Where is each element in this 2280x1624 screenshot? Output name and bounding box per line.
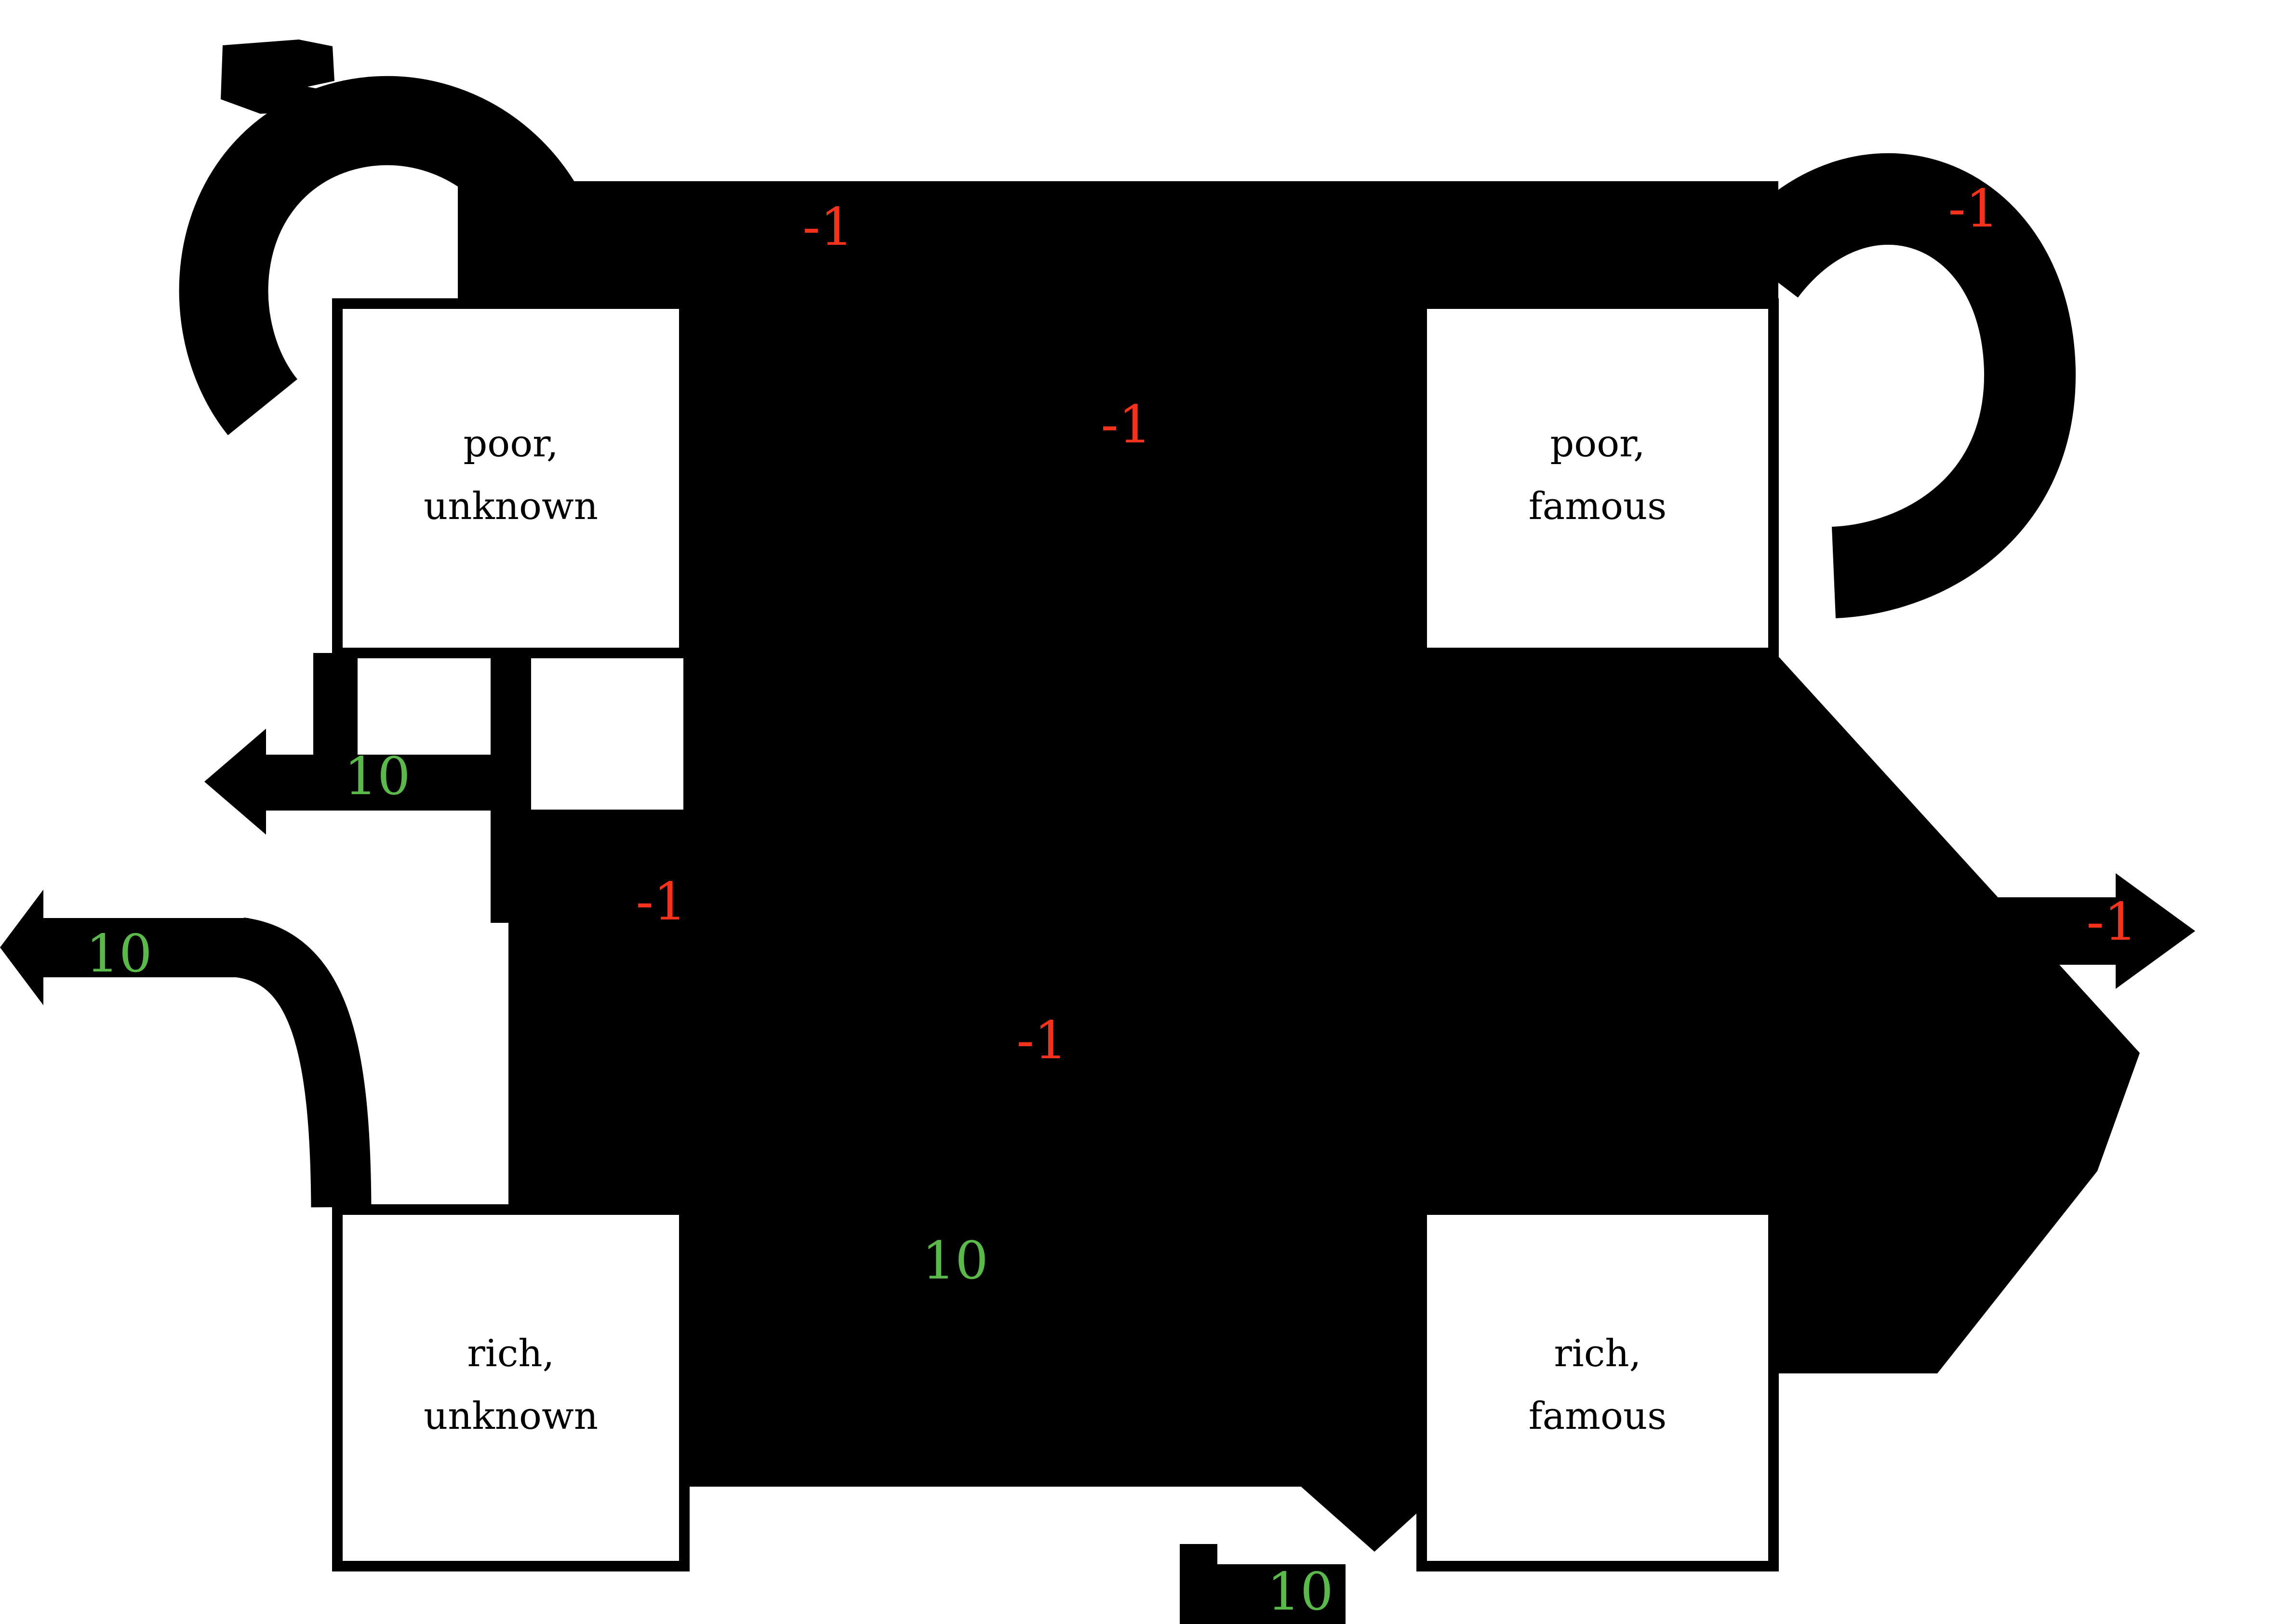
state-box-rich-unknown: rich, unknown bbox=[332, 1204, 690, 1571]
reward-label-neg-upper-middle: -1 bbox=[1101, 395, 1151, 455]
arrow-network bbox=[0, 40, 2195, 1624]
state-label-line1: rich, bbox=[467, 1332, 555, 1375]
state-box-poor-famous: poor, famous bbox=[1416, 298, 1779, 658]
states: poor, unknown poor, famous rich, unknown… bbox=[332, 298, 1779, 1571]
state-label-line1: poor, bbox=[463, 422, 558, 466]
state-label-line2: famous bbox=[1529, 485, 1667, 528]
reward-label-neg-lower-middle: -1 bbox=[1016, 1011, 1067, 1071]
state-label-line1: poor, bbox=[1550, 422, 1645, 466]
arrow-pu-stub-left bbox=[313, 653, 358, 757]
arrow-pu-self-loop bbox=[179, 76, 585, 435]
state-rect-rich-unknown bbox=[332, 1204, 690, 1571]
arrow-right-band bbox=[1778, 897, 2116, 965]
state-rect-poor-unknown bbox=[332, 298, 690, 658]
reward-label-neg-mid-right: -1 bbox=[2086, 892, 2137, 952]
arrow-bottom-arrowhead-icon bbox=[1298, 1484, 1449, 1552]
arrow-left-band-1 bbox=[266, 755, 531, 811]
arrow-left-band-2-arrowhead-icon bbox=[0, 890, 43, 1005]
arrow-interrow-left bbox=[508, 810, 689, 1211]
arrow-left-band-2-curve bbox=[235, 918, 372, 1208]
reward-label-neg-mid-left: -1 bbox=[636, 872, 686, 932]
reward-label-neg-top: -1 bbox=[802, 197, 853, 257]
arrow-pu-stub-right bbox=[491, 653, 531, 757]
state-box-poor-unknown: poor, unknown bbox=[332, 298, 690, 658]
state-label-line2: unknown bbox=[424, 1395, 598, 1438]
arrow-left-band-2 bbox=[28, 918, 249, 977]
arrow-left-band-1-arrowhead-icon bbox=[204, 729, 266, 835]
reward-label-pos-bottom-band: 10 bbox=[1267, 1562, 1333, 1622]
arrow-pf-self-loop bbox=[1725, 153, 2076, 618]
reward-label-pos-left-band-2: 10 bbox=[86, 924, 152, 984]
arrow-right-wedge bbox=[1778, 656, 2140, 1373]
reward-label-pos-left-band-1: 10 bbox=[344, 746, 410, 807]
state-label-line2: famous bbox=[1529, 1395, 1667, 1438]
arrow-bottom-band bbox=[1180, 1564, 1346, 1624]
state-rect-poor-famous bbox=[1416, 298, 1779, 658]
arrow-right-band-arrowhead-icon bbox=[2116, 873, 2195, 989]
arrow-left-band-1-drop bbox=[491, 810, 531, 923]
reward-label-neg-top-right: -1 bbox=[1948, 179, 1999, 239]
arrow-center-slab bbox=[683, 181, 1429, 1487]
state-label-line1: rich, bbox=[1554, 1332, 1641, 1375]
reward-labels: -1 -1 -1 -1 -1 -1 10 10 10 10 bbox=[86, 179, 2137, 1622]
arrow-bottom-band-step bbox=[1180, 1544, 1217, 1568]
reward-label-pos-bottom-middle: 10 bbox=[922, 1231, 988, 1291]
state-rect-rich-famous bbox=[1416, 1204, 1779, 1571]
state-box-rich-famous: rich, famous bbox=[1416, 1204, 1779, 1571]
state-label-line2: unknown bbox=[424, 485, 598, 528]
arrow-interrow-right bbox=[1427, 653, 1778, 1211]
